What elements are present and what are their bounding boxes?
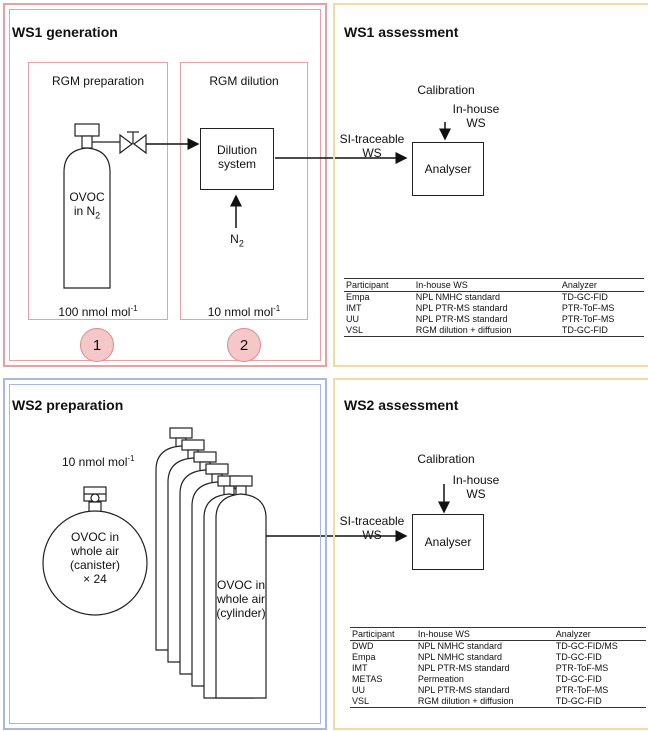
table-row: UU NPL PTR-MS standard PTR-ToF-MS bbox=[350, 685, 646, 696]
table-cell: NPL NMHC standard bbox=[417, 641, 503, 651]
ws2-assessment-title: WS2 assessment bbox=[344, 397, 459, 413]
gas-cylinder-icon bbox=[63, 123, 120, 289]
table-cell: TD-GC-FID/MS bbox=[555, 641, 618, 651]
table-cell: PTR-ToF-MS bbox=[561, 303, 615, 313]
rgm-dilution-concentration: 10 nmol mol-1 bbox=[207, 304, 281, 319]
rgm-dilution-box bbox=[180, 62, 308, 320]
ws1-generation-title: WS1 generation bbox=[12, 24, 118, 40]
ws2-preparation-title: WS2 preparation bbox=[12, 397, 124, 413]
ws1-assessment-panel bbox=[333, 3, 648, 367]
ws2-calibration-label: Calibration bbox=[417, 452, 475, 466]
table-row: VSL RGM dilution + diffusion TD-GC-FID bbox=[344, 325, 644, 337]
table-row: IMT NPL PTR-MS standard PTR-ToF-MS bbox=[344, 303, 644, 314]
table-cell: VSL bbox=[344, 325, 414, 337]
table-row: Empa NPL NMHC standard TD-GC-FID bbox=[350, 652, 646, 663]
cylinder-label: OVOC in N2 bbox=[69, 190, 105, 221]
table-cell: NPL PTR-MS standard bbox=[417, 685, 510, 695]
ws1-generation-panel bbox=[3, 3, 327, 367]
cylinder-whole-air-label: OVOC in whole air (cylinder) bbox=[216, 578, 266, 620]
table-row: UU NPL PTR-MS standard PTR-ToF-MS bbox=[344, 314, 644, 325]
n2-input-label: N2 bbox=[230, 232, 244, 249]
table-header: In-house WS bbox=[415, 627, 554, 641]
table-cell: TD-GC-FID bbox=[555, 674, 602, 684]
table-cell: RGM dilution + diffusion bbox=[413, 325, 560, 337]
table-row: DWD NPL NMHC standard TD-GC-FID/MS bbox=[350, 641, 646, 653]
ws1-assessment-title: WS1 assessment bbox=[344, 24, 459, 40]
table-cell: UU bbox=[352, 685, 365, 695]
table-cell: PTR-ToF-MS bbox=[555, 663, 609, 673]
table-row: METAS Permeation TD-GC-FID bbox=[350, 674, 646, 685]
ws2-assessment-panel bbox=[333, 378, 648, 730]
ws1-analyser-box bbox=[412, 142, 484, 196]
table-cell: NPL PTR-MS standard bbox=[417, 663, 510, 673]
table-cell: PTR-ToF-MS bbox=[555, 685, 609, 695]
table-cell: IMT bbox=[352, 663, 368, 673]
table-cell: NPL NMHC standard bbox=[417, 652, 503, 662]
ws1-participants-table: Participant In-house WS Analyzer Empa NP… bbox=[344, 278, 644, 337]
rgm-preparation-box bbox=[28, 62, 168, 320]
ws2-analyser-label: Analyser bbox=[424, 535, 472, 549]
table-cell: NPL PTR-MS standard bbox=[415, 314, 508, 324]
canister-icon bbox=[42, 486, 148, 616]
dilution-system-box bbox=[200, 128, 274, 190]
table-cell: RGM dilution + diffusion bbox=[415, 696, 554, 708]
canister-label: OVOC in whole air (canister) × 24 bbox=[69, 530, 120, 586]
ws1-calibration-label: Calibration bbox=[417, 83, 475, 97]
table-cell: DWD bbox=[352, 641, 374, 651]
step-1-badge: 1 bbox=[80, 328, 114, 362]
table-header: Analyzer bbox=[553, 627, 646, 641]
rgm-preparation-concentration: 100 nmol mol-1 bbox=[58, 304, 138, 319]
table-cell: Permeation bbox=[417, 674, 464, 684]
table-cell: TD-GC-FID bbox=[561, 292, 608, 302]
table-cell: METAS bbox=[352, 674, 383, 684]
ws2-analyser-box bbox=[412, 514, 484, 570]
stacked-cylinders-icon bbox=[155, 427, 267, 699]
table-header: Participant bbox=[344, 278, 414, 292]
table-header: Participant bbox=[350, 627, 416, 641]
table-cell: VSL bbox=[350, 696, 416, 708]
ws2-participants-table: Participant In-house WS Analyzer DWD NPL… bbox=[350, 627, 646, 708]
table-cell: IMT bbox=[346, 303, 362, 313]
table-cell: NPL PTR-MS standard bbox=[415, 303, 508, 313]
ws2-preparation-panel bbox=[3, 378, 327, 730]
rgm-preparation-title: RGM preparation bbox=[51, 74, 145, 88]
table-cell: TD-GC-FID bbox=[559, 325, 644, 337]
table-cell: NPL NMHC standard bbox=[415, 292, 500, 302]
table-row: VSL RGM dilution + diffusion TD-GC-FID bbox=[350, 696, 646, 708]
ws2-concentration: 10 nmol mol-1 bbox=[62, 454, 135, 469]
table-row: IMT NPL PTR-MS standard PTR-ToF-MS bbox=[350, 663, 646, 674]
step-2-badge: 2 bbox=[227, 328, 261, 362]
table-cell: UU bbox=[346, 314, 359, 324]
table-cell: TD-GC-FID bbox=[555, 652, 602, 662]
table-cell: Empa bbox=[346, 292, 370, 302]
table-cell: Empa bbox=[352, 652, 376, 662]
table-header-row: Participant In-house WS Analyzer bbox=[350, 627, 646, 641]
table-cell: PTR-ToF-MS bbox=[561, 314, 615, 324]
rgm-dilution-title: RGM dilution bbox=[209, 74, 279, 88]
table-header: In-house WS bbox=[413, 278, 560, 292]
table-cell: TD-GC-FID bbox=[553, 696, 646, 708]
ws1-analyser-label: Analyser bbox=[424, 162, 472, 176]
valve-icon bbox=[119, 131, 147, 155]
table-header: Analyzer bbox=[559, 278, 644, 292]
table-header-row: Participant In-house WS Analyzer bbox=[344, 278, 644, 292]
table-row: Empa NPL NMHC standard TD-GC-FID bbox=[344, 292, 644, 304]
